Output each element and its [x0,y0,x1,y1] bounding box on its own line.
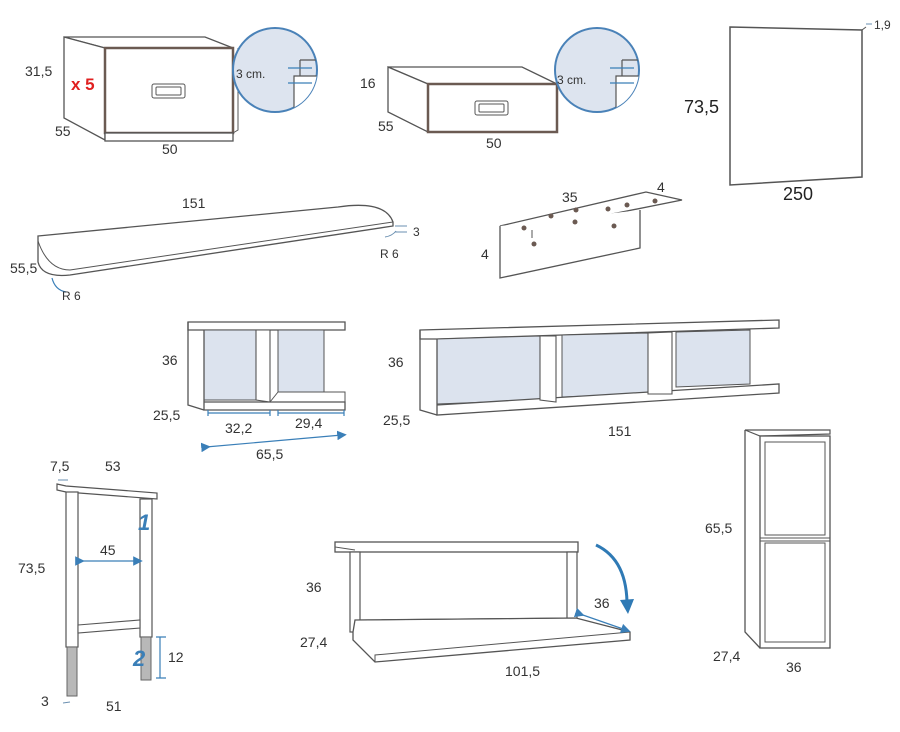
drawer-small-width: 50 [486,135,502,151]
drawer-large [63,36,239,142]
shelf-small [187,321,347,453]
shelf-small-left-width: 32,2 [225,420,252,436]
cabinet-flap [334,541,634,663]
desk-frame-height: 73,5 [18,560,45,576]
panel-height: 73,5 [684,97,719,117]
top-board-thickness: 3 [413,225,420,239]
shelf-small-right-width: 29,4 [295,415,322,431]
desk-frame-leg-height: 12 [168,649,184,665]
shelf-long-height: 36 [388,354,404,370]
desk-frame-step-1: 1 [138,510,150,535]
cabinet-depth: 27,4 [300,634,327,650]
cabinet-height: 36 [306,579,322,595]
cabinet-width: 101,5 [505,663,540,679]
shelf-long-width: 151 [608,423,632,439]
drawer-small-height: 16 [360,75,376,91]
tall-unit [744,429,831,649]
desk-frame [56,479,166,704]
shelf-long [419,319,780,416]
top-board-length: 151 [182,195,206,211]
drawer-small-depth: 55 [378,118,394,134]
panel-thickness: 1,9 [874,18,891,32]
tall-unit-width: 36 [786,659,802,675]
drawer-small-detail: 3 cm. [557,73,586,87]
panel-width: 250 [783,184,813,204]
top-board-depth: 55,5 [10,260,37,276]
bracket-length: 35 [562,189,578,205]
shelf-small-height: 36 [162,352,178,368]
shelf-small-depth: 25,5 [153,407,180,423]
drawer-large-detail: 3 cm. [236,67,265,81]
shelf-small-total-width: 65,5 [256,446,283,462]
drawer-large-height: 31,5 [25,63,52,79]
flat-panel [729,23,872,186]
drawer-large-zoom [232,27,318,113]
top-board-radius-right: R 6 [380,247,399,261]
bracket-width: 4 [657,179,665,195]
drawer-large-depth: 55 [55,123,71,139]
top-board [37,204,407,293]
desk-frame-inner-width: 45 [100,542,116,558]
cabinet-flap-depth: 36 [594,595,610,611]
tall-unit-depth: 27,4 [713,648,740,664]
desk-frame-bottom-width: 51 [106,698,122,714]
drawer-large-width: 50 [162,141,178,157]
shelf-long-depth: 25,5 [383,412,410,428]
drawer-small [387,66,559,134]
bracket [499,191,683,279]
drawer-small-zoom [554,27,640,113]
desk-frame-top-left: 7,5 [50,458,70,474]
drawer-large-quantity: x 5 [71,75,95,94]
desk-frame-top-width: 53 [105,458,121,474]
bracket-height: 4 [481,246,489,262]
top-board-radius-left: R 6 [62,289,81,303]
desk-frame-step-2: 2 [132,646,146,671]
tall-unit-height: 65,5 [705,520,732,536]
desk-frame-leg-diameter: 3 [41,693,49,709]
